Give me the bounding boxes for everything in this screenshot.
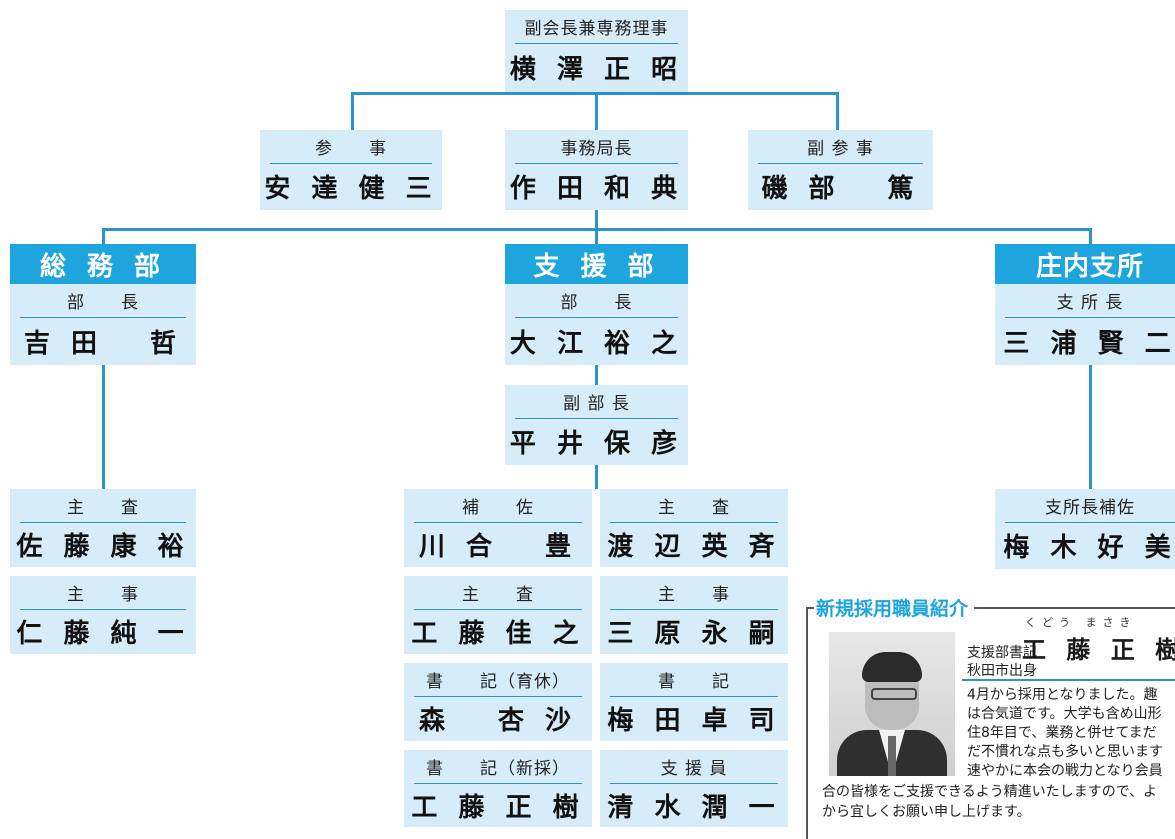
- box-vice-chairman: 副会長兼専務理事 横 澤 正 昭: [505, 10, 688, 92]
- position-title: 書 記（新採）: [414, 750, 582, 784]
- recruit-text-line: 合の皆様をご支援できるよう精進いたしますので、よ: [822, 784, 1158, 800]
- connector-dept-right: [1089, 228, 1092, 244]
- box-fuku-sanji: 副 参 事 磯 部 篤: [748, 130, 933, 210]
- recruit-text-line: は合気道です。大学も含め山形: [967, 706, 1162, 722]
- recruit-panel-title: 新規採用職員紹介: [814, 594, 975, 621]
- connector-shien-deputy: [595, 365, 598, 385]
- person-name: 佐 藤 康 裕: [16, 532, 190, 562]
- recruit-text-line: 4月から採用となりました。趣: [967, 687, 1158, 703]
- recruit-photo: [829, 632, 955, 776]
- connector-dept-bar: [102, 228, 1092, 231]
- box-shien-deputy: 副 部 長 平 井 保 彦: [505, 385, 688, 465]
- box-shien-staff-right-2: 主 事 三 原 永 嗣: [600, 576, 788, 654]
- box-shien-staff-left-1: 補 佐 川 合 豊: [404, 489, 592, 567]
- position-title: 支所長補佐: [1005, 489, 1175, 523]
- recruit-text-line: 住8年目で、業務と併せてまだ: [967, 725, 1157, 741]
- connector-dept-left: [102, 228, 105, 244]
- position-title: 部 長: [20, 284, 186, 318]
- position-title: 事務局長: [515, 130, 678, 164]
- recruit-name: 工 藤 正 樹: [1022, 636, 1175, 664]
- position-title: 副 部 長: [515, 385, 678, 419]
- box-shien-staff-left-3: 書 記（育休） 森 杏 沙: [404, 663, 592, 741]
- recruit-text-line: 速やかに本会の戦力となり会員: [967, 763, 1163, 779]
- connector-row2-right: [836, 92, 839, 130]
- box-secretary-general: 事務局長 作 田 和 典: [505, 130, 688, 210]
- box-soumu-staff-2: 主 事 仁 藤 純 一: [10, 576, 196, 654]
- box-shonai-head: 支 所 長 三 浦 賢 二: [995, 284, 1175, 365]
- position-title: 参 事: [270, 130, 432, 164]
- person-name: 渡 辺 英 斉: [607, 532, 781, 562]
- person-name: 仁 藤 純 一: [16, 619, 190, 649]
- position-title: 支 所 長: [1005, 284, 1175, 318]
- dept-header-shonai: 庄内支所: [995, 244, 1175, 284]
- recruit-divider: [962, 679, 1175, 681]
- box-soumu-head: 部 長 吉 田 哲: [10, 284, 196, 365]
- recruit-text-line: だ不慣れな点も多いと思います: [967, 744, 1163, 760]
- person-name: 磯 部 篤: [761, 174, 920, 204]
- person-name: 工 藤 佳 之: [411, 619, 585, 649]
- position-title: 書 記: [610, 663, 778, 697]
- box-shien-head: 部 長 大 江 裕 之: [505, 284, 688, 365]
- box-sanji: 参 事 安 達 健 三: [260, 130, 442, 210]
- person-name: 作 田 和 典: [509, 174, 684, 204]
- dept-header-soumu: 総 務 部: [10, 244, 196, 284]
- person-name: 三 原 永 嗣: [607, 619, 781, 649]
- box-shien-staff-left-4: 書 記（新採） 工 藤 正 樹: [404, 750, 592, 827]
- position-title: 主 査: [610, 489, 778, 523]
- box-shien-staff-right-1: 主 査 渡 辺 英 斉: [600, 489, 788, 567]
- position-title: 副 参 事: [758, 130, 923, 164]
- connector-soumu-staff: [102, 365, 105, 489]
- recruit-panel-frame: [806, 607, 1175, 839]
- position-title: 主 査: [414, 576, 582, 610]
- position-title: 副会長兼専務理事: [515, 10, 678, 44]
- position-title: 主 事: [20, 576, 186, 610]
- position-title: 補 佐: [414, 489, 582, 523]
- connector-row2-bar: [351, 92, 839, 95]
- person-name: 平 井 保 彦: [509, 429, 684, 459]
- person-name: 工 藤 正 樹: [411, 792, 585, 823]
- position-title: 部 長: [515, 284, 678, 318]
- person-name: 安 達 健 三: [264, 174, 438, 204]
- person-name: 梅 田 卓 司: [607, 706, 781, 736]
- position-title: 支 援 員: [610, 750, 778, 784]
- person-name: 横 澤 正 昭: [509, 55, 684, 85]
- dept-header-shien: 支 援 部: [505, 244, 688, 284]
- box-shien-staff-left-2: 主 査 工 藤 佳 之: [404, 576, 592, 654]
- position-title: 主 事: [610, 576, 778, 610]
- recruit-origin: 秋田市出身: [967, 663, 1037, 679]
- person-name: 吉 田 哲: [23, 328, 183, 359]
- recruit-role: 支援部書記: [967, 645, 1037, 661]
- person-name: 三 浦 賢 二: [1003, 328, 1175, 359]
- position-title: 主 査: [20, 489, 186, 523]
- connector-shonai-deputy: [1089, 365, 1092, 489]
- box-shien-staff-right-3: 書 記 梅 田 卓 司: [600, 663, 788, 741]
- person-name: 川 合 豊: [418, 532, 578, 562]
- box-shien-staff-right-4: 支 援 員 清 水 潤 一: [600, 750, 788, 827]
- position-title: 書 記（育休）: [414, 663, 582, 697]
- recruit-name-ruby: くどう まさき: [1025, 616, 1137, 629]
- person-name: 清 水 潤 一: [607, 792, 781, 823]
- person-name: 梅 木 好 美: [1003, 533, 1175, 563]
- box-shonai-deputy: 支所長補佐 梅 木 好 美: [995, 489, 1175, 569]
- person-name: 森 杏 沙: [418, 706, 578, 736]
- connector-shien-staff: [595, 465, 598, 489]
- box-soumu-staff-1: 主 査 佐 藤 康 裕: [10, 489, 196, 567]
- recruit-text-line: から宜しくお願い申し上げます。: [822, 804, 1031, 820]
- connector-row2-left: [351, 92, 354, 130]
- person-name: 大 江 裕 之: [509, 328, 684, 359]
